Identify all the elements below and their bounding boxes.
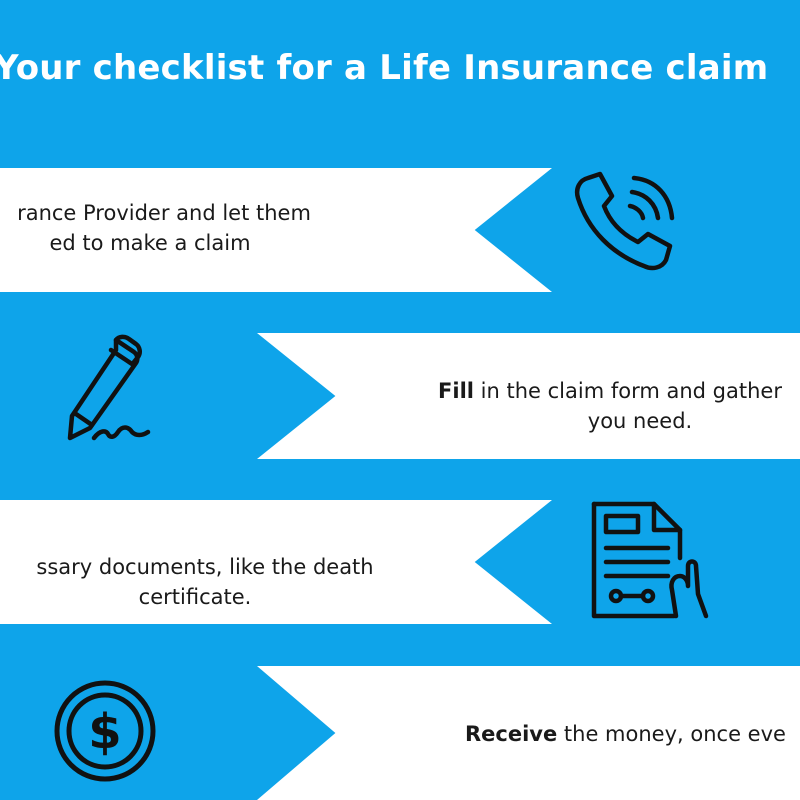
step-3-line-2: certificate. <box>138 585 252 609</box>
step-1-banner <box>0 168 552 292</box>
page-title: Your checklist for a Life Insurance clai… <box>0 48 769 88</box>
svg-text:$: $ <box>88 704 121 760</box>
pencil-icon <box>67 334 151 441</box>
step-4-bold: Receive <box>465 722 558 746</box>
step-2-banner <box>257 333 800 459</box>
step-3-line-1: ssary documents, like the death <box>36 555 374 579</box>
document-hand-icon <box>591 501 709 619</box>
step-1-text: rance Provider and let them ed to make a… <box>0 198 360 258</box>
step-1-line-1: rance Provider and let them <box>17 201 311 225</box>
step-3-banner <box>0 500 552 624</box>
step-3-text: ssary documents, like the death certific… <box>0 552 410 612</box>
step-2-text: Fill in the claim form and gather you ne… <box>360 376 800 436</box>
step-4-banner <box>257 666 800 800</box>
step-2-line-2: you need. <box>587 409 693 433</box>
step-1-line-2: ed to make a claim <box>49 231 251 255</box>
step-2-line-1: in the claim form and gather <box>473 379 782 403</box>
step-4-text: Receive the money, once eve <box>465 719 786 749</box>
step-2-bold: Fill <box>438 379 474 403</box>
dollar-coin-icon: $ <box>54 680 156 782</box>
phone-icon <box>574 171 675 271</box>
step-4-line-1: the money, once eve <box>557 722 786 746</box>
